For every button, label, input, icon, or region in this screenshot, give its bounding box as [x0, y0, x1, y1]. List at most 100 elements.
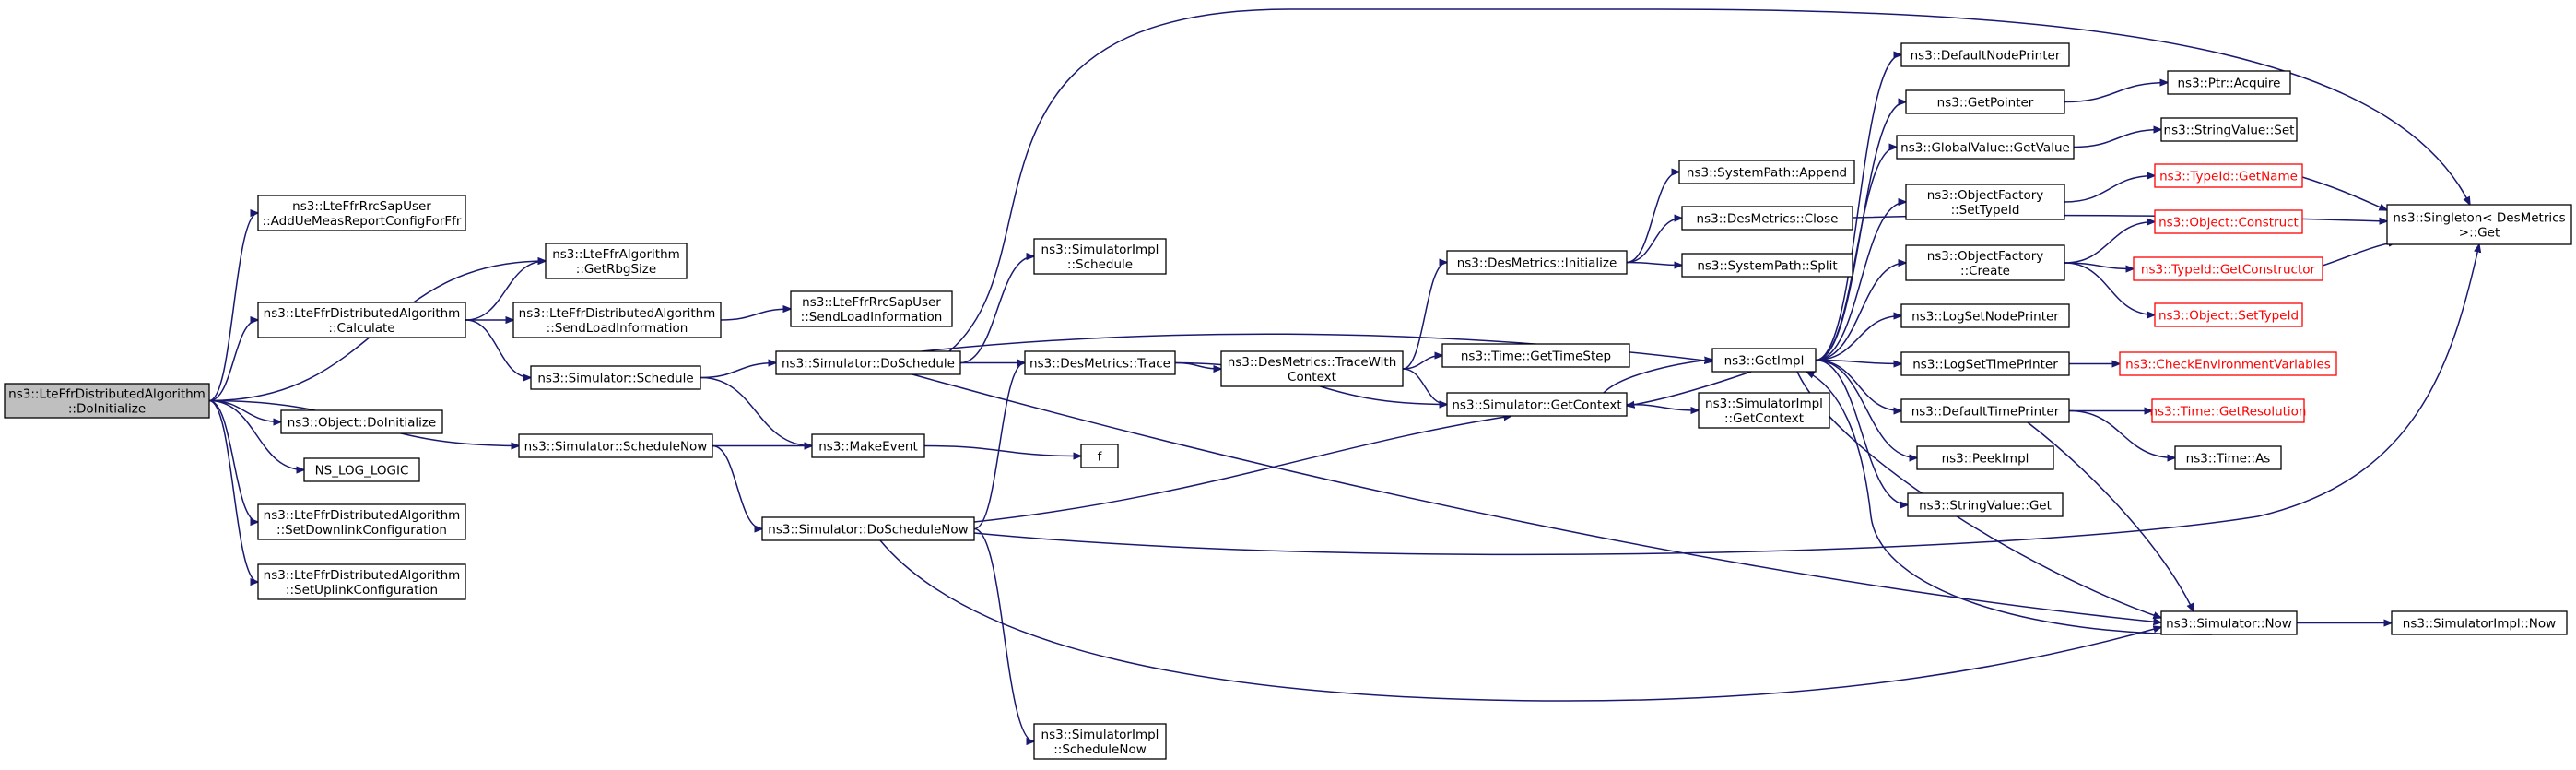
node-schedule[interactable]: ns3::Simulator::Schedule [530, 365, 701, 390]
node-doschedule[interactable]: ns3::Simulator::DoSchedule [775, 350, 961, 375]
node-label: ns3::SystemPath::Append [1687, 166, 1847, 181]
node-box [1678, 160, 1855, 184]
node-doschednow[interactable]: ns3::Simulator::DoScheduleNow [761, 516, 975, 541]
node-label: Context [1288, 370, 1336, 385]
node-checkenv[interactable]: ns3::CheckEnvironmentVariables [2119, 351, 2337, 376]
node-getimpl[interactable]: ns3::GetImpl [1711, 348, 1817, 373]
node-gvgetvalue[interactable]: ns3::GlobalValue::GetValue [1896, 135, 2075, 160]
node-implgetcontext[interactable]: ns3::SimulatorImpl::GetContext [1698, 392, 1830, 429]
node-box [2119, 351, 2337, 376]
node-box [2154, 163, 2303, 188]
edge-getimpl-to-logsettime [1815, 359, 1901, 364]
node-ofsettypeid[interactable]: ns3::ObjectFactory::SetTypeId [1905, 184, 2065, 220]
node-objconstruct[interactable]: ns3::Object::Construct [2154, 209, 2303, 234]
node-rrcsendload[interactable]: ns3::LteFfrRrcSapUser::SendLoadInformati… [790, 290, 953, 327]
edge-desinit-to-desclose [1626, 219, 1682, 264]
node-label: ns3::GetPointer [1937, 96, 2034, 111]
node-desclose[interactable]: ns3::DesMetrics::Close [1681, 206, 1853, 231]
node-logsetnode[interactable]: ns3::LogSetNodePrinter [1900, 303, 2070, 328]
node-label: ns3::DesMetrics::Initialize [1457, 256, 1617, 271]
node-deftimeprinter[interactable]: ns3::DefaultTimePrinter [1900, 398, 2070, 423]
node-label: ::SetTypeId [1951, 203, 2020, 218]
node-nslog[interactable]: NS_LOG_LOGIC [303, 457, 420, 482]
edge-doschedule-to-singleton [948, 8, 2470, 352]
node-typeidgetctor[interactable]: ns3::TypeId::GetConstructor [2133, 256, 2323, 281]
node-schednow[interactable]: ns3::Simulator::ScheduleNow [518, 433, 713, 458]
node-label: ns3::TypeId::GetName [2159, 170, 2298, 184]
edge-schedule-to-makeevent [700, 376, 812, 446]
node-implschedule[interactable]: ns3::SimulatorImpl::Schedule [1033, 238, 1167, 275]
node-simnow[interactable]: ns3::Simulator::Now [2160, 610, 2298, 635]
node-strvalget[interactable]: ns3::StringValue::Get [1907, 492, 2064, 517]
edge-getimpl-to-ofcreate [1815, 263, 1906, 361]
node-box [1900, 351, 2070, 376]
node-addue[interactable]: ns3::LteFfrRrcSapUser::AddUeMeasReportCo… [257, 195, 466, 231]
node-box [2167, 70, 2291, 95]
node-f[interactable]: f [1080, 444, 1119, 468]
node-setul[interactable]: ns3::LteFfrDistributedAlgorithm::SetUpli… [257, 563, 466, 600]
node-box [2160, 117, 2298, 142]
edge-doschednow-to-singleton [973, 244, 2479, 556]
node-getres[interactable]: ns3::Time::GetResolution [2149, 398, 2307, 423]
node-syspathsplit[interactable]: ns3::SystemPath::Split [1681, 253, 1853, 278]
node-box [1900, 42, 2070, 67]
node-label: ns3::DesMetrics::Trace [1029, 357, 1170, 372]
edge-deftimeprinter-to-simnow [2027, 421, 2194, 611]
node-implnow[interactable]: ns3::SimulatorImpl::Now [2391, 610, 2568, 635]
node-strvalset[interactable]: ns3::StringValue::Set [2160, 117, 2298, 142]
node-makeevent[interactable]: ns3::MakeEvent [811, 433, 925, 458]
node-peekimpl[interactable]: ns3::PeekImpl [1916, 445, 2054, 470]
edge-sendload-to-rrcsendload [720, 309, 791, 321]
node-ofcreate[interactable]: ns3::ObjectFactory::Create [1905, 244, 2065, 281]
edge-schedule-to-doschedule [700, 363, 776, 379]
node-getcontext[interactable]: ns3::Simulator::GetContext [1446, 392, 1628, 417]
node-box [1446, 250, 1628, 275]
node-label: ::SendLoadInformation [801, 310, 943, 325]
edge-getimpl-to-ofsettypeid [1815, 202, 1906, 361]
node-box [775, 350, 961, 375]
node-label: ns3::Object::Construct [2158, 216, 2299, 231]
node-box [1681, 253, 1853, 278]
node-box [1220, 350, 1404, 387]
edge-getimpl-to-peekimpl [1815, 359, 1917, 458]
node-root[interactable]: ns3::LteFfrDistributedAlgorithm::DoIniti… [4, 383, 210, 419]
node-label: ns3::TypeId::GetConstructor [2141, 263, 2316, 278]
node-defnodeprinter[interactable]: ns3::DefaultNodePrinter [1900, 42, 2070, 67]
node-box [1681, 206, 1853, 231]
node-box [1441, 343, 1630, 368]
node-label: NS_LOG_LOGIC [315, 464, 409, 479]
node-box [2154, 302, 2303, 327]
node-label: ns3::Ptr::Acquire [2178, 77, 2281, 91]
node-box [1905, 89, 2065, 114]
node-box [2386, 204, 2572, 245]
node-ptracquire[interactable]: ns3::Ptr::Acquire [2167, 70, 2291, 95]
node-label: ns3::LteFfrRrcSapUser [802, 295, 941, 310]
edge-desinit-to-syspathappend [1626, 172, 1679, 264]
node-objsettypeid[interactable]: ns3::Object::SetTypeId [2154, 302, 2303, 327]
node-setdl[interactable]: ns3::LteFfrDistributedAlgorithm::SetDown… [257, 503, 466, 540]
node-syspathappend[interactable]: ns3::SystemPath::Append [1678, 160, 1855, 184]
edge-simnow-to-getimpl [1806, 372, 2213, 635]
node-getpointer[interactable]: ns3::GetPointer [1905, 89, 2065, 114]
node-sendload[interactable]: ns3::LteFfrDistributedAlgorithm::SendLoa… [512, 302, 722, 338]
node-singleton[interactable]: ns3::Singleton< DesMetrics >::Get [2386, 204, 2572, 245]
edge-desinit-to-syspathsplit [1626, 263, 1682, 266]
node-typeidgetname[interactable]: ns3::TypeId::GetName [2154, 163, 2303, 188]
node-implschednow[interactable]: ns3::SimulatorImpl::ScheduleNow [1033, 723, 1167, 760]
node-label: ::SetDownlinkConfiguration [276, 523, 447, 538]
node-desinit[interactable]: ns3::DesMetrics::Initialize [1446, 250, 1628, 275]
node-label: ns3::StringValue::Get [1919, 499, 2052, 514]
node-box [1080, 444, 1119, 468]
node-destrace[interactable]: ns3::DesMetrics::Trace [1024, 350, 1176, 375]
node-getrbg[interactable]: ns3::LteFfrAlgorithm::GetRbgSize [545, 243, 688, 279]
node-gettimestep[interactable]: ns3::Time::GetTimeStep [1441, 343, 1630, 368]
node-timeas[interactable]: ns3::Time::As [2174, 445, 2282, 470]
node-label: ns3::LogSetTimePrinter [1912, 358, 2058, 373]
node-calculate[interactable]: ns3::LteFfrDistributedAlgorithm::Calcula… [257, 302, 466, 338]
node-label: f [1098, 450, 1103, 465]
node-logsettime[interactable]: ns3::LogSetTimePrinter [1900, 351, 2070, 376]
node-label: ns3::LteFfrDistributedAlgorithm [264, 306, 461, 321]
node-label: ns3::Simulator::DoSchedule [782, 357, 955, 372]
node-objinit[interactable]: ns3::Object::DoInitialize [280, 409, 443, 434]
